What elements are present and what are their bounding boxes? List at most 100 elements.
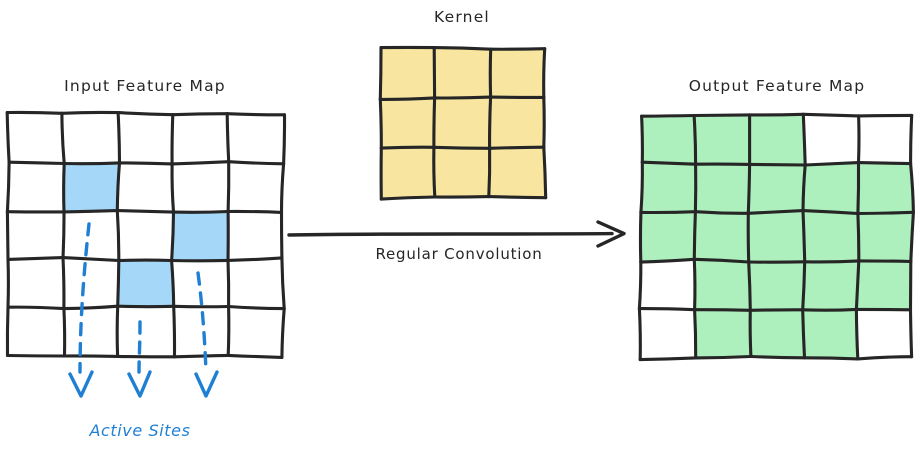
input-vline xyxy=(280,307,286,359)
input-cell-r1-c4[interactable] xyxy=(228,161,284,213)
input-cell-r4-c0[interactable] xyxy=(7,307,65,356)
input-vline xyxy=(115,304,120,358)
output-vline xyxy=(801,112,807,167)
input-cell-r1-c2[interactable] xyxy=(117,162,174,213)
output-cell-r0-c4[interactable] xyxy=(858,115,912,164)
input-cell-r1-c1[interactable] xyxy=(64,162,120,212)
kernel-cell-r1-c0[interactable] xyxy=(380,97,435,149)
input-cell-r0-c0[interactable] xyxy=(7,112,65,164)
output-hline xyxy=(803,161,861,167)
input-vline xyxy=(62,161,66,214)
output-cell-r1-c2[interactable] xyxy=(748,164,806,214)
kernel-grid[interactable] xyxy=(378,45,548,201)
input-hline xyxy=(61,256,121,263)
input-cell-r0-c4[interactable] xyxy=(227,113,285,164)
output-cell-r2-c1[interactable] xyxy=(694,211,749,262)
input-cell-r2-c3[interactable] xyxy=(171,211,229,261)
kernel-cell-r0-c2[interactable] xyxy=(490,48,545,98)
output-cell-r0-c3[interactable] xyxy=(803,114,859,165)
output-cell-r4-c0[interactable] xyxy=(639,308,696,360)
input-hline xyxy=(170,160,231,166)
output-cell-r3-c1[interactable] xyxy=(694,259,751,311)
input-vline xyxy=(226,304,231,357)
output-vline xyxy=(637,307,642,362)
input-vline xyxy=(282,113,287,166)
input-hline xyxy=(6,305,66,311)
output-cell-r2-c3[interactable] xyxy=(803,210,859,262)
output-cell-r3-c0[interactable] xyxy=(639,259,695,310)
input-cell-r0-c2[interactable] xyxy=(118,112,173,164)
kernel-cell-r2-c1[interactable] xyxy=(433,147,490,197)
output-cell-r1-c3[interactable] xyxy=(803,162,859,214)
input-cell-r4-c3[interactable] xyxy=(173,306,229,357)
output-feature-map-grid[interactable] xyxy=(637,112,915,362)
input-hline xyxy=(225,112,287,117)
output-vline xyxy=(801,209,807,264)
input-vline xyxy=(62,307,67,358)
output-cell-r0-c1[interactable] xyxy=(694,114,750,165)
input-vline xyxy=(61,210,66,260)
input-vline xyxy=(226,258,231,309)
kernel-cell-r0-c1[interactable] xyxy=(434,47,491,98)
arrow-shaft xyxy=(287,231,614,237)
output-cell-r3-c3[interactable] xyxy=(802,260,859,310)
output-cell-r4-c1[interactable] xyxy=(694,309,751,358)
input-feature-map-title: Input Feature Map xyxy=(64,77,226,95)
output-cell-r2-c2[interactable] xyxy=(748,210,805,262)
input-cell-r2-c4[interactable] xyxy=(228,211,282,261)
input-vline xyxy=(170,162,176,214)
kernel-vline xyxy=(378,46,383,101)
output-vline xyxy=(637,260,643,311)
kernel-vline xyxy=(378,97,383,150)
output-cell-r1-c4[interactable] xyxy=(857,162,914,214)
output-vline xyxy=(909,162,915,214)
kernel-vline xyxy=(432,145,437,199)
input-cell-r2-c2[interactable] xyxy=(117,210,174,261)
output-hline xyxy=(640,160,698,166)
input-cell-r3-c2[interactable] xyxy=(117,260,174,307)
input-cell-r0-c3[interactable] xyxy=(172,113,229,164)
input-cell-r2-c1[interactable] xyxy=(63,210,119,261)
output-vline xyxy=(856,161,861,216)
output-vline xyxy=(909,113,914,166)
input-cell-r1-c0[interactable] xyxy=(7,162,65,212)
input-cell-r4-c2[interactable] xyxy=(117,306,175,357)
input-cell-r1-c3[interactable] xyxy=(172,161,229,213)
output-cell-r0-c0[interactable] xyxy=(641,115,696,165)
input-hline xyxy=(116,111,175,117)
output-hline xyxy=(693,210,750,215)
kernel-cell-r0-c0[interactable] xyxy=(380,47,435,100)
output-hline xyxy=(803,259,861,264)
output-hline xyxy=(639,210,697,215)
input-vline xyxy=(61,256,66,311)
output-cell-r3-c2[interactable] xyxy=(748,261,805,311)
input-cell-r2-c0[interactable] xyxy=(7,211,64,260)
input-hline xyxy=(226,256,284,262)
input-cell-r0-c1[interactable] xyxy=(61,112,120,164)
input-cell-r3-c0[interactable] xyxy=(8,257,64,309)
output-cell-r4-c2[interactable] xyxy=(750,309,805,358)
input-cell-r4-c1[interactable] xyxy=(63,306,118,357)
output-cell-r2-c4[interactable] xyxy=(857,212,914,262)
input-cell-r3-c4[interactable] xyxy=(228,257,285,309)
kernel-cell-r2-c2[interactable] xyxy=(488,147,546,198)
output-cell-r1-c0[interactable] xyxy=(640,162,696,213)
output-cell-r0-c2[interactable] xyxy=(749,114,806,165)
kernel-cell-r2-c0[interactable] xyxy=(381,147,435,200)
output-cell-r4-c4[interactable] xyxy=(856,309,912,359)
input-cell-r4-c4[interactable] xyxy=(228,306,285,358)
input-feature-map-grid[interactable] xyxy=(5,110,287,359)
output-vline xyxy=(856,211,861,263)
output-cell-r4-c3[interactable] xyxy=(802,309,858,359)
output-cell-r2-c0[interactable] xyxy=(640,211,696,263)
output-hline xyxy=(801,112,861,118)
output-vline xyxy=(747,260,752,312)
input-vline xyxy=(116,258,121,308)
output-vline xyxy=(692,113,698,166)
output-hline xyxy=(748,162,807,167)
kernel-cell-r1-c2[interactable] xyxy=(489,97,544,149)
kernel-cell-r1-c1[interactable] xyxy=(433,97,491,149)
input-cell-r3-c1[interactable] xyxy=(63,257,119,309)
output-cell-r3-c4[interactable] xyxy=(856,260,911,310)
output-cell-r1-c1[interactable] xyxy=(695,164,750,214)
